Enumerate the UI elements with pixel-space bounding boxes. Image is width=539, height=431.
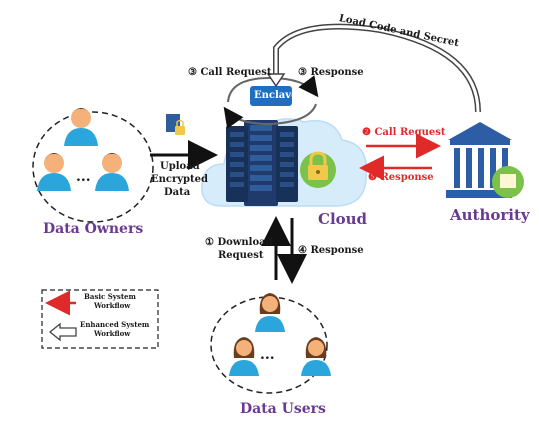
data-owners-label: Data Owners: [43, 221, 144, 237]
owner-person-icon: [37, 153, 71, 191]
download-request-label-line1: ① Download: [205, 237, 273, 248]
lock-icon: [300, 151, 336, 188]
authority-label: Authority: [450, 206, 530, 224]
enclave-loop-arrow: [223, 103, 317, 129]
legend-basic-label-line1: Basic System: [84, 292, 136, 301]
response-authority-label: ❺ Response: [368, 172, 434, 183]
legend-basic-label-line2: Workflow: [94, 301, 131, 310]
upload-label-line3: Data: [164, 187, 191, 198]
response-top-label: ③ Response: [298, 67, 364, 78]
legend-box: [41, 289, 159, 349]
authority-building-icon: [446, 122, 524, 198]
cloud-label: Cloud: [318, 210, 368, 228]
owner-person-icon: [95, 153, 129, 191]
download-request-label-line2: Request: [218, 250, 264, 261]
user-person-icon: [255, 293, 285, 332]
enclave-box: [250, 86, 292, 106]
legend-enhanced-label-line2: Workflow: [94, 329, 131, 338]
legend-enhanced-arrow: [48, 322, 77, 342]
cloud-server: [201, 118, 367, 207]
call-request-top-label: ③ Call Request: [188, 67, 272, 78]
user-person-icon: [301, 337, 331, 376]
server-rack-icon: [226, 120, 298, 206]
upload-label-line1: Upload: [160, 161, 200, 172]
owner-person-icon: [64, 108, 98, 146]
upload-label-line2: Encrypted: [151, 174, 209, 185]
data-owners-group: [32, 108, 154, 223]
data-users-label: Data Users: [240, 401, 326, 417]
legend-enhanced-label-line1: Enhanced System: [80, 320, 150, 329]
call-request-authority-label: ❷ Call Request: [362, 127, 446, 138]
owners-ellipsis: ...: [76, 169, 91, 185]
data-users-group: [210, 293, 331, 394]
users-ellipsis: ...: [260, 347, 275, 363]
encrypted-file-icon: [166, 114, 185, 135]
enclave-label: Enclave: [254, 90, 298, 101]
users-response-label: ④ Response: [298, 245, 364, 256]
user-person-icon: [229, 337, 259, 376]
